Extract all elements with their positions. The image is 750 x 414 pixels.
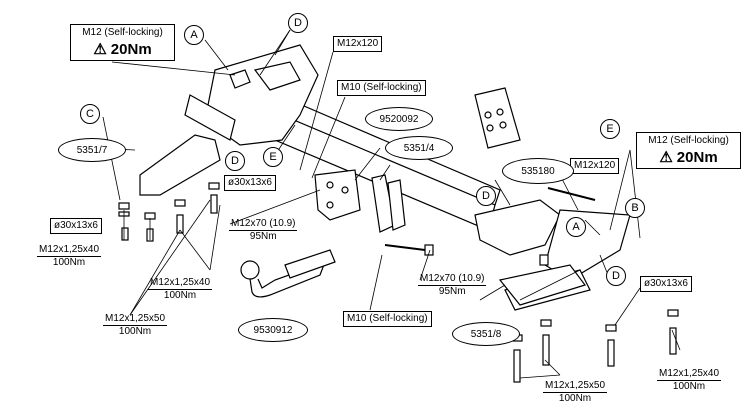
label-m10-self-top: M10 (Self-locking): [337, 80, 426, 96]
part-5351-7: 5351/7: [58, 138, 126, 162]
bolt-spec-m12x70-left: M12x70 (10.9) 95Nm: [229, 218, 298, 242]
callout-b: B: [625, 198, 645, 218]
torque-value: 20Nm: [110, 40, 152, 58]
warning-icon: ⚠: [659, 149, 673, 166]
callout-c: C: [80, 104, 100, 124]
torque-value: 20Nm: [676, 148, 718, 166]
callout-d-right: D: [476, 186, 496, 206]
part-9520092: 9520092: [365, 107, 433, 131]
bolt-spec-m12x125x40-mid: M12x1,25x40 100Nm: [148, 277, 213, 301]
label-washer-mid: ø30x13x6: [224, 175, 276, 191]
callout-d-bottom: D: [606, 266, 626, 286]
torque-spec: M12 (Self-locking): [82, 27, 163, 38]
right-side-plate: [498, 264, 586, 306]
callout-a-left: A: [184, 25, 204, 45]
callout-e-right: E: [600, 119, 620, 139]
tow-ball: [240, 249, 336, 298]
bolt-spec-m12x125x40-left: M12x1,25x40 100Nm: [37, 244, 102, 268]
part-9530912: 9530912: [238, 318, 308, 342]
bolt-spec-m12x125x50-left: M12x1,25x50 100Nm: [103, 313, 168, 337]
part-5351-8: 5351/8: [452, 322, 520, 346]
part-5351-4: 5351/4: [385, 136, 453, 160]
warning-icon: ⚠: [93, 41, 107, 58]
left-side-plate: [139, 134, 221, 196]
callout-d-top: D: [288, 13, 308, 33]
bolt-spec-m12x125x50-right: M12x1,25x50 100Nm: [543, 380, 608, 404]
torque-spec: M12 (Self-locking): [648, 135, 729, 146]
right-mounting-bracket: [474, 199, 561, 256]
torque-box-right: M12 (Self-locking) ⚠20Nm: [636, 132, 741, 169]
torque-box-left: M12 (Self-locking) ⚠20Nm: [70, 24, 175, 61]
bolt-spec-m12x70-right: M12x70 (10.9) 95Nm: [418, 273, 487, 297]
bolt-spec-m12x125x40-right: M12x1,25x40 100Nm: [657, 368, 722, 392]
coupling-plate: [314, 169, 361, 221]
label-m12x120-top: M12x120: [333, 36, 383, 52]
label-washer-right: ø30x13x6: [640, 276, 692, 292]
callout-a-right: A: [566, 217, 586, 237]
bolt-kit: [474, 87, 521, 149]
callout-e-left: E: [263, 147, 283, 167]
label-m12x120-right: M12x120: [570, 158, 620, 174]
label-washer-left: ø30x13x6: [50, 218, 102, 234]
callout-d-left: D: [225, 151, 245, 171]
label-m10-self-bottom: M10 (Self-locking): [343, 311, 432, 327]
part-535180: 535180: [502, 158, 574, 184]
